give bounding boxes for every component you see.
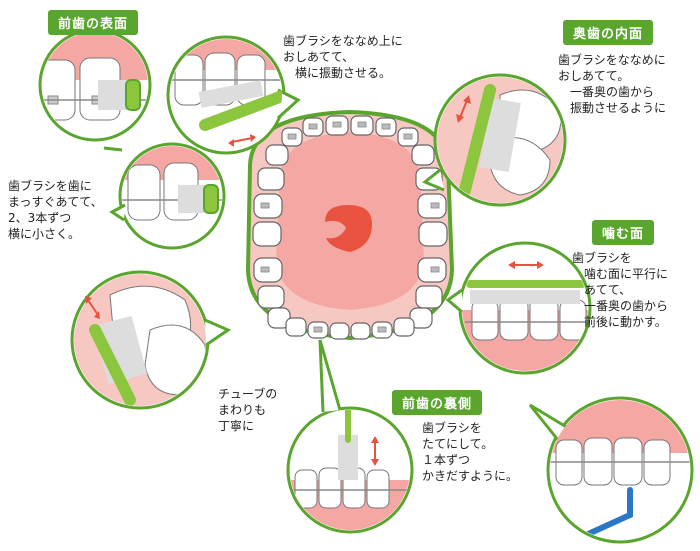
tube-brush-illustration [70,270,232,410]
tongue-shape [325,205,372,252]
note-tube: チューブの まわりも 丁寧に [218,387,278,433]
front-outer-illustration [38,28,152,152]
note-vertical: 歯ブラシを たてにして。 １本ずつ かきだすように。 [422,421,519,483]
label-front-inner: 前歯の裏側 [392,390,483,415]
front-inner-illustration [286,339,414,534]
mouth-arch [245,109,455,341]
label-front-outer: 前歯の表面 [48,10,139,35]
tube-floss-illustration [528,396,694,544]
label-back-inner: 奥歯の内面 [563,20,654,45]
note-straight: 歯ブラシを歯に まっすぐあてて、 2、3本ずつ 横に小さく。 [8,179,103,241]
inner-surface-illustration [422,73,567,207]
note-biting: 歯ブラシを 噛む面に平行に あてて、 一番奥の歯から 前後に動かす。 [572,251,669,329]
label-biting: 噛む面 [592,220,655,245]
biting-surface-illustration [445,241,592,375]
tilt-brush-illustration [166,35,301,155]
note-inner-tilt: 歯ブラシをななめに おしあてて。 一番奥の歯から 振動させるように [558,53,667,115]
straight-brush-illustration [109,142,226,250]
note-tilt-up: 歯ブラシをななめ上に おしあてて、 横に振動させる。 [283,34,403,80]
